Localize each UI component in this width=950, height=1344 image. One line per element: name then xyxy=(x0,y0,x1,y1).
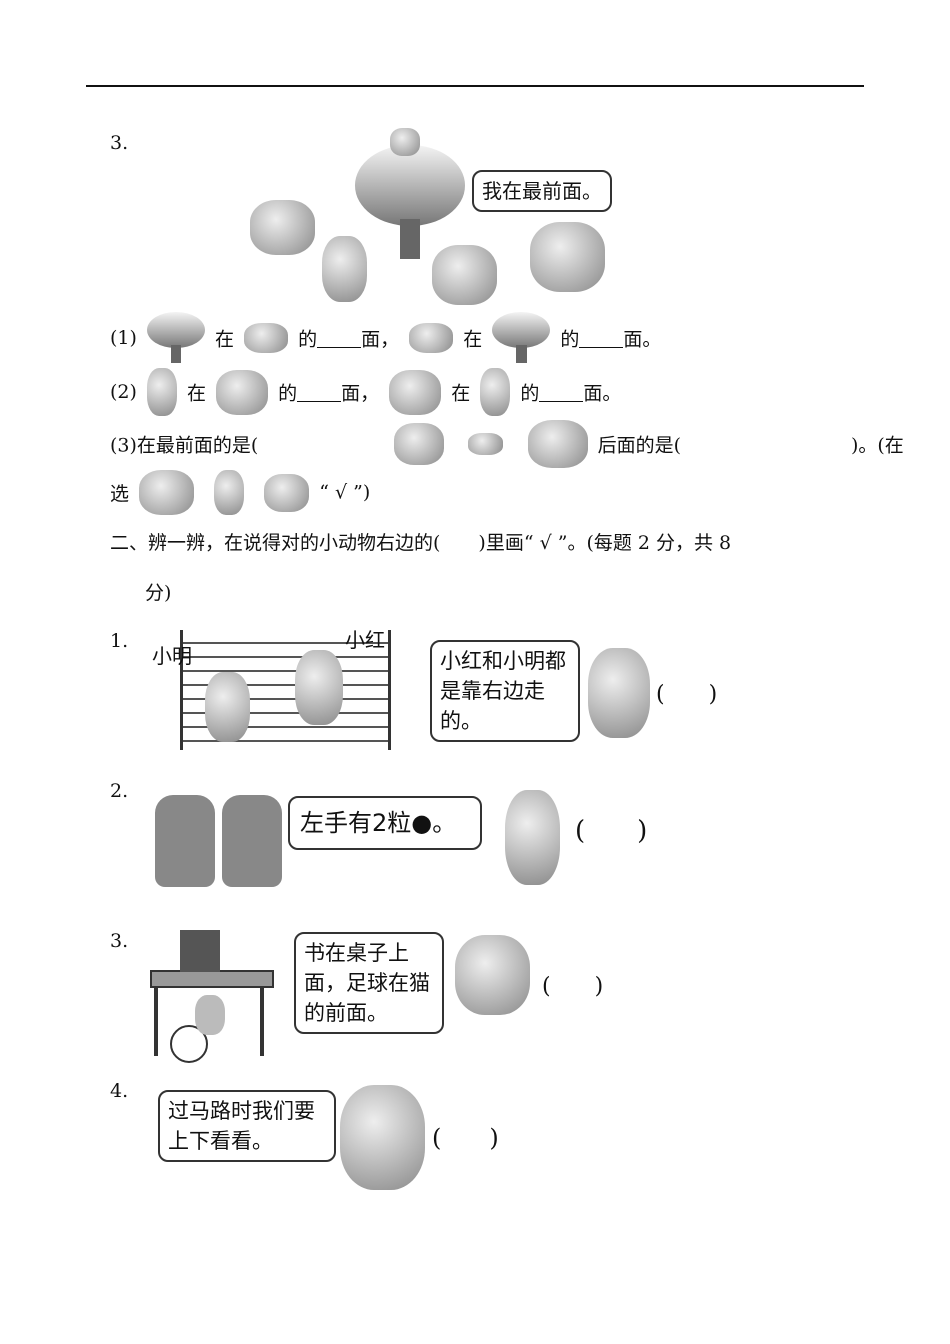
sub-question-1: (1) 在 的面， 在 的面。 xyxy=(110,312,890,364)
squirrel-image xyxy=(432,245,497,305)
item-number: 2. xyxy=(110,780,129,802)
rabbit-image xyxy=(322,236,367,302)
bird-icon xyxy=(244,323,289,353)
horse-icon xyxy=(139,470,195,515)
girl-image xyxy=(295,650,343,725)
tree-icon xyxy=(146,312,205,364)
squirrel-image xyxy=(340,1085,425,1190)
top-rule xyxy=(86,85,864,87)
answer-paren[interactable]: ( ) xyxy=(575,816,648,846)
dog-icon xyxy=(264,473,310,512)
answer-paren[interactable]: ( ) xyxy=(432,1124,499,1152)
sub-question-2: (2) 在 的面， 在 的面。 xyxy=(110,368,890,416)
bird-icon xyxy=(409,323,454,353)
section-2-heading: 二、辨一辨，在说得对的小动物右边的( )里画“ √ ”。(每题 2 分，共 8 xyxy=(110,532,732,554)
answer-paren[interactable]: ( ) xyxy=(656,682,718,707)
rabbit-image xyxy=(588,648,650,738)
left-hand-image xyxy=(155,795,215,887)
item-number: 4. xyxy=(110,1080,129,1102)
speech-bubble: 左手有2粒●。 xyxy=(288,796,482,850)
rabbit-icon xyxy=(480,368,511,416)
dog-image xyxy=(250,200,315,255)
squirrel-image xyxy=(455,935,530,1015)
right-hand-image xyxy=(222,795,282,887)
speech-bubble: 小红和小明都是靠右边走的。 xyxy=(430,640,580,742)
speech-bubble: 过马路时我们要上下看看。 xyxy=(158,1090,336,1162)
answer-paren[interactable]: ( ) xyxy=(542,974,604,999)
boy-image xyxy=(205,672,250,742)
dog-icon xyxy=(394,423,445,465)
item-number: 3. xyxy=(110,930,129,952)
table-image xyxy=(150,930,274,1063)
horse-icon xyxy=(527,420,588,468)
squirrel-icon xyxy=(216,369,269,415)
xiaoming-label: 小明 xyxy=(152,644,192,668)
tree-icon xyxy=(492,312,551,364)
bird-image xyxy=(390,128,420,156)
xiaohong-label: 小红 xyxy=(345,628,385,652)
tree-image xyxy=(355,145,465,260)
sub-question-3: (3)在最前面的是( 后面的是()。(在 xyxy=(110,420,904,468)
sub-question-3-cont: 选 “ √ ”) xyxy=(110,470,890,515)
question-number: 3. xyxy=(110,132,129,154)
section-2-heading-cont: 分) xyxy=(145,582,172,604)
book-image xyxy=(180,930,220,972)
bird-icon xyxy=(468,433,504,455)
rabbit-icon xyxy=(214,470,245,515)
horse-image xyxy=(530,222,605,292)
item-number: 1. xyxy=(110,630,129,652)
squirrel-icon xyxy=(389,369,442,415)
cat-image xyxy=(195,995,225,1035)
speech-bubble: 我在最前面。 xyxy=(472,170,612,212)
rabbit-icon xyxy=(146,368,177,416)
speech-bubble: 书在桌子上面，足球在猫的前面。 xyxy=(294,932,444,1034)
monkey-image xyxy=(505,790,560,885)
